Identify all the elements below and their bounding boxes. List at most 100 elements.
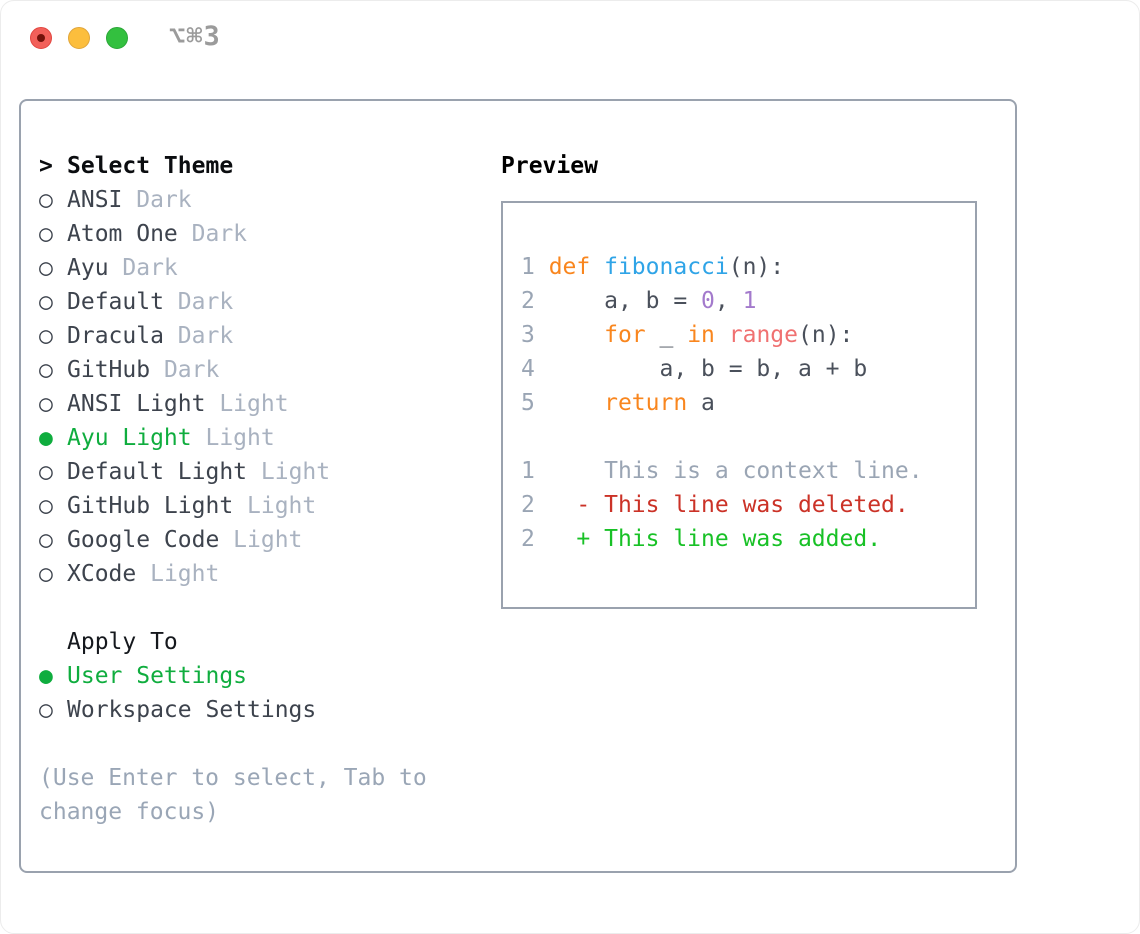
code-line: 3 for _ in range(n): xyxy=(521,318,975,352)
code-segment: a, b = xyxy=(548,288,702,314)
diff-sample-block: 1 This is a context line. 2 - This line w… xyxy=(521,454,975,556)
select-theme-label: Select Theme xyxy=(67,153,234,179)
theme-variant: Light xyxy=(219,391,289,417)
code-segment xyxy=(549,526,577,552)
prompt-cursor-icon: > xyxy=(39,153,53,179)
apply-option-workspace-settings[interactable]: ○ Workspace Settings xyxy=(39,693,489,727)
code-segment: 2 xyxy=(521,288,549,314)
theme-option-github[interactable]: ○GitHub Dark xyxy=(39,353,489,387)
code-segment xyxy=(549,390,604,416)
code-line: 1 def fibonacci(n): xyxy=(521,250,975,284)
theme-name: ANSI xyxy=(67,187,137,213)
theme-variant: Light xyxy=(205,425,275,451)
code-line: 2 + This line was added. xyxy=(521,522,975,556)
apply-option-user-settings[interactable]: ● User Settings xyxy=(39,659,489,693)
code-segment: 3 xyxy=(521,322,549,348)
radio-unselected-icon: ○ xyxy=(39,289,53,315)
preview-column: Preview 1 def fibonacci(n):2 a, b = 0, 1… xyxy=(501,149,1001,609)
zoom-button[interactable] xyxy=(106,27,128,49)
theme-name: Ayu xyxy=(67,255,123,281)
theme-name: ANSI Light xyxy=(67,391,220,417)
apply-to-label: Apply To xyxy=(67,629,178,655)
code-line: 5 return a xyxy=(521,386,975,420)
preview-heading: Preview xyxy=(501,153,598,179)
select-theme-heading: > Select Theme xyxy=(39,149,489,183)
code-segment: a xyxy=(687,390,715,416)
code-segment xyxy=(549,322,604,348)
radio-selected-icon: ● xyxy=(39,663,53,689)
theme-name: Google Code xyxy=(67,527,234,553)
close-button[interactable] xyxy=(30,27,52,49)
theme-list-column: >Select Theme○ANSI Dark○Atom One Dark○Ay… xyxy=(39,149,489,829)
theme-option-xcode[interactable]: ○ XCode Light xyxy=(39,557,489,591)
code-segment: 4 xyxy=(521,356,549,382)
theme-name: Atom One xyxy=(67,221,192,247)
spacer xyxy=(39,727,489,761)
spacer xyxy=(39,591,489,625)
code-segment: 0 xyxy=(701,288,715,314)
code-segment: a, b = b, a + b xyxy=(548,356,868,382)
code-segment xyxy=(590,254,604,280)
theme-variant: Dark xyxy=(163,357,220,383)
theme-variant: Light xyxy=(150,561,220,587)
theme-option-github-light[interactable]: ○ GitHub Light Light xyxy=(39,489,489,523)
code-segment: for xyxy=(604,322,646,348)
apply-option-label: User Settings xyxy=(67,663,248,689)
radio-unselected-icon: ○ xyxy=(39,391,53,417)
apply-option-label: Workspace Settings xyxy=(67,697,317,723)
radio-unselected-icon: ○ xyxy=(39,697,53,723)
theme-variant: Dark xyxy=(136,187,192,213)
code-segment: 2 xyxy=(521,526,549,552)
theme-variant: Dark xyxy=(191,221,248,247)
theme-name: Default xyxy=(67,289,178,315)
theme-option-ayu[interactable]: ○ Ayu Dark xyxy=(39,251,489,285)
theme-name: Default Light xyxy=(67,459,261,485)
radio-unselected-icon: ○ xyxy=(39,561,53,587)
theme-option-ansi[interactable]: ○ ANSI Dark xyxy=(39,183,489,217)
theme-name: XCode xyxy=(67,561,151,587)
code-segment: def xyxy=(548,254,591,280)
code-segment: fibonacci xyxy=(604,254,729,280)
theme-option-google-code[interactable]: ○Google Code Light xyxy=(39,523,489,557)
theme-option-dracula[interactable]: ○Dracula Dark xyxy=(39,319,489,353)
code-segment: , xyxy=(714,288,743,314)
theme-variant: Light xyxy=(247,493,317,519)
theme-option-default[interactable]: ○ Default Dark xyxy=(39,285,489,319)
code-segment: 1 xyxy=(521,254,549,280)
code-line: 4 a, b = b, a + b xyxy=(521,352,975,386)
radio-unselected-icon: ○ xyxy=(39,493,53,519)
minimize-button[interactable] xyxy=(68,27,90,49)
radio-unselected-icon: ○ xyxy=(39,255,53,281)
theme-variant: Light xyxy=(260,459,331,485)
code-segment: range xyxy=(728,322,798,348)
code-line: 2 - This line was deleted. xyxy=(521,488,975,522)
keyboard-hint: (Use Enter to select, Tab to change focu… xyxy=(39,765,427,825)
theme-name: Dracula xyxy=(67,323,178,349)
code-line: 2 a, b = 0, 1 xyxy=(521,284,975,318)
traffic-lights xyxy=(30,27,128,49)
radio-unselected-icon: ○ xyxy=(39,187,53,213)
code-segment: in xyxy=(687,322,715,348)
theme-variant: Dark xyxy=(122,255,178,281)
apply-to-heading: Apply To xyxy=(39,625,489,659)
theme-variant: Dark xyxy=(177,289,234,315)
code-segment xyxy=(715,322,729,348)
theme-option-ansi-light[interactable]: ○ ANSI Light Light xyxy=(39,387,489,421)
window-title: ⌥⌘3 xyxy=(169,21,221,52)
code-segment: This is a context line. xyxy=(548,458,923,484)
code-segment: (n): xyxy=(728,254,785,280)
code-segment: 1 xyxy=(521,458,549,484)
theme-name: GitHub xyxy=(67,357,164,383)
code-segment: 2 xyxy=(521,492,549,518)
theme-variant: Light xyxy=(233,527,303,553)
theme-option-default-light[interactable]: ○Default Light Light xyxy=(39,455,489,489)
theme-option-ayu-light[interactable]: ●Ayu Light Light xyxy=(39,421,489,455)
code-segment: return xyxy=(604,390,688,416)
theme-name: GitHub Light xyxy=(67,493,248,519)
theme-option-atom-one[interactable]: ○Atom One Dark xyxy=(39,217,489,251)
theme-picker-panel: >Select Theme○ANSI Dark○Atom One Dark○Ay… xyxy=(19,99,1017,873)
radio-selected-icon: ● xyxy=(39,425,53,451)
